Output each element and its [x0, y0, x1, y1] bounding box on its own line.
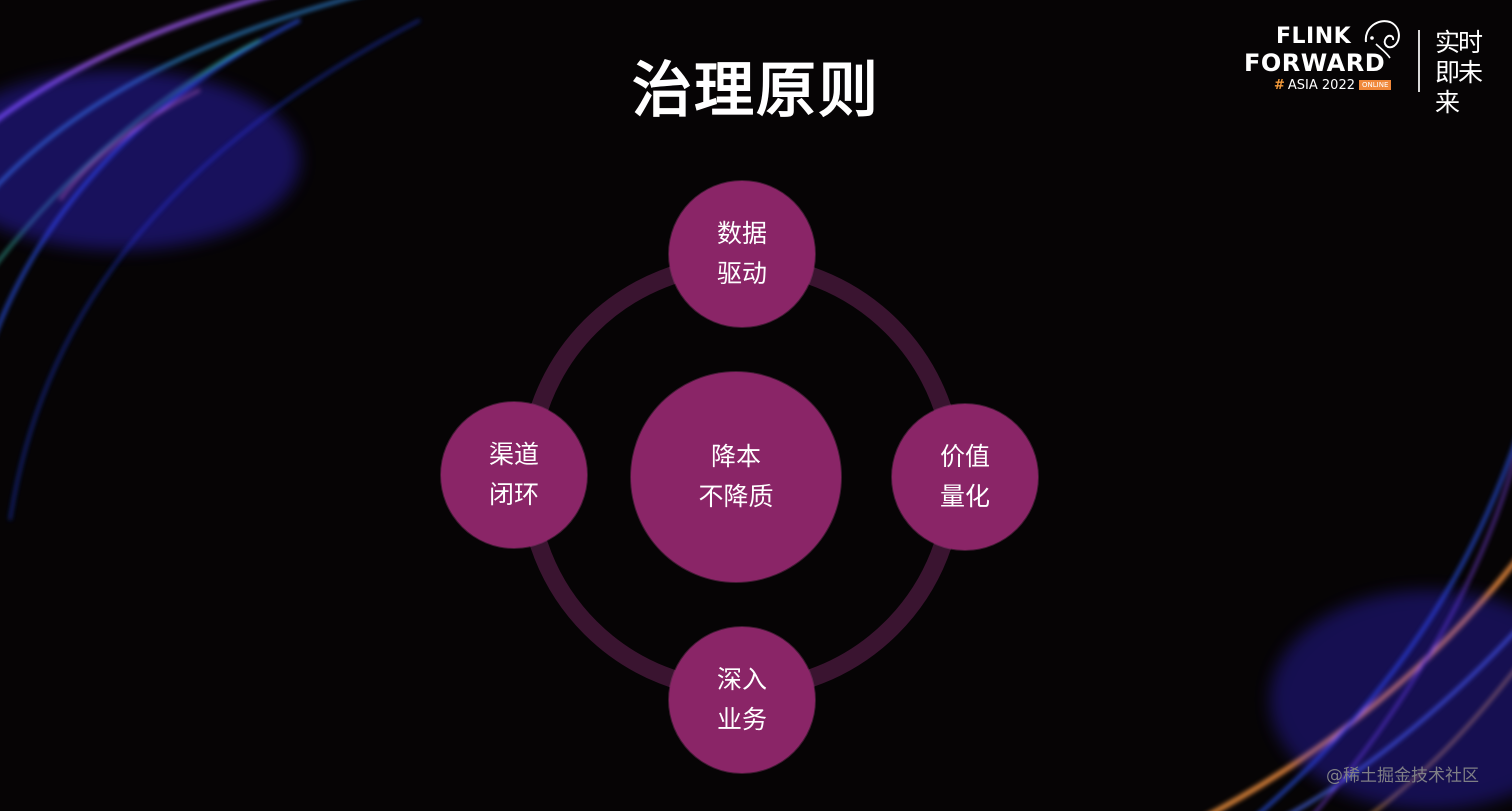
center-node-line2: 不降质: [698, 482, 774, 511]
node-top-label: 数据 驱动: [702, 214, 782, 294]
node-top-line1: 数据: [716, 219, 767, 248]
center-node: 降本 不降质: [631, 372, 841, 582]
node-data-driven: 数据 驱动: [669, 181, 815, 327]
node-bottom-line1: 深入: [716, 665, 767, 694]
center-node-line1: 降本: [710, 442, 761, 471]
node-bottom-line2: 业务: [716, 705, 767, 734]
logo-divider: [1418, 30, 1420, 92]
center-node-label: 降本 不降质: [676, 437, 796, 517]
node-top-line2: 驱动: [716, 259, 767, 288]
node-right-line1: 价值: [939, 442, 990, 471]
node-deep-business: 深入 业务: [669, 627, 815, 773]
logo-slogan: 实时即未来: [1435, 28, 1483, 117]
node-channel-loop: 渠道 闭环: [441, 402, 587, 548]
node-right-line2: 量化: [939, 482, 990, 511]
node-left-label: 渠道 闭环: [474, 435, 554, 515]
logo-flink-text: FLINK: [1276, 24, 1352, 49]
slide-title: 治理原则: [632, 56, 880, 126]
logo-forward-text: FORWARD: [1244, 49, 1386, 77]
node-left-line1: 渠道: [488, 440, 539, 469]
node-value-quantify: 价值 量化: [892, 404, 1038, 550]
squirrel-icon: [1364, 20, 1400, 59]
logo-event-text: ASIA 2022: [1287, 78, 1355, 93]
node-left-line2: 闭环: [488, 480, 539, 509]
flink-forward-logo: FLINK FORWARD #ASIA 2022 ONLINE 实时即未来: [1238, 20, 1498, 117]
logo-online-badge: ONLINE: [1359, 80, 1392, 90]
logo-hash: #: [1274, 78, 1285, 93]
logo-event-line: #ASIA 2022 ONLINE: [1274, 78, 1392, 93]
node-right-label: 价值 量化: [925, 437, 1005, 517]
node-bottom-label: 深入 业务: [702, 660, 782, 740]
watermark: @稀土掘金技术社区: [1326, 766, 1479, 786]
